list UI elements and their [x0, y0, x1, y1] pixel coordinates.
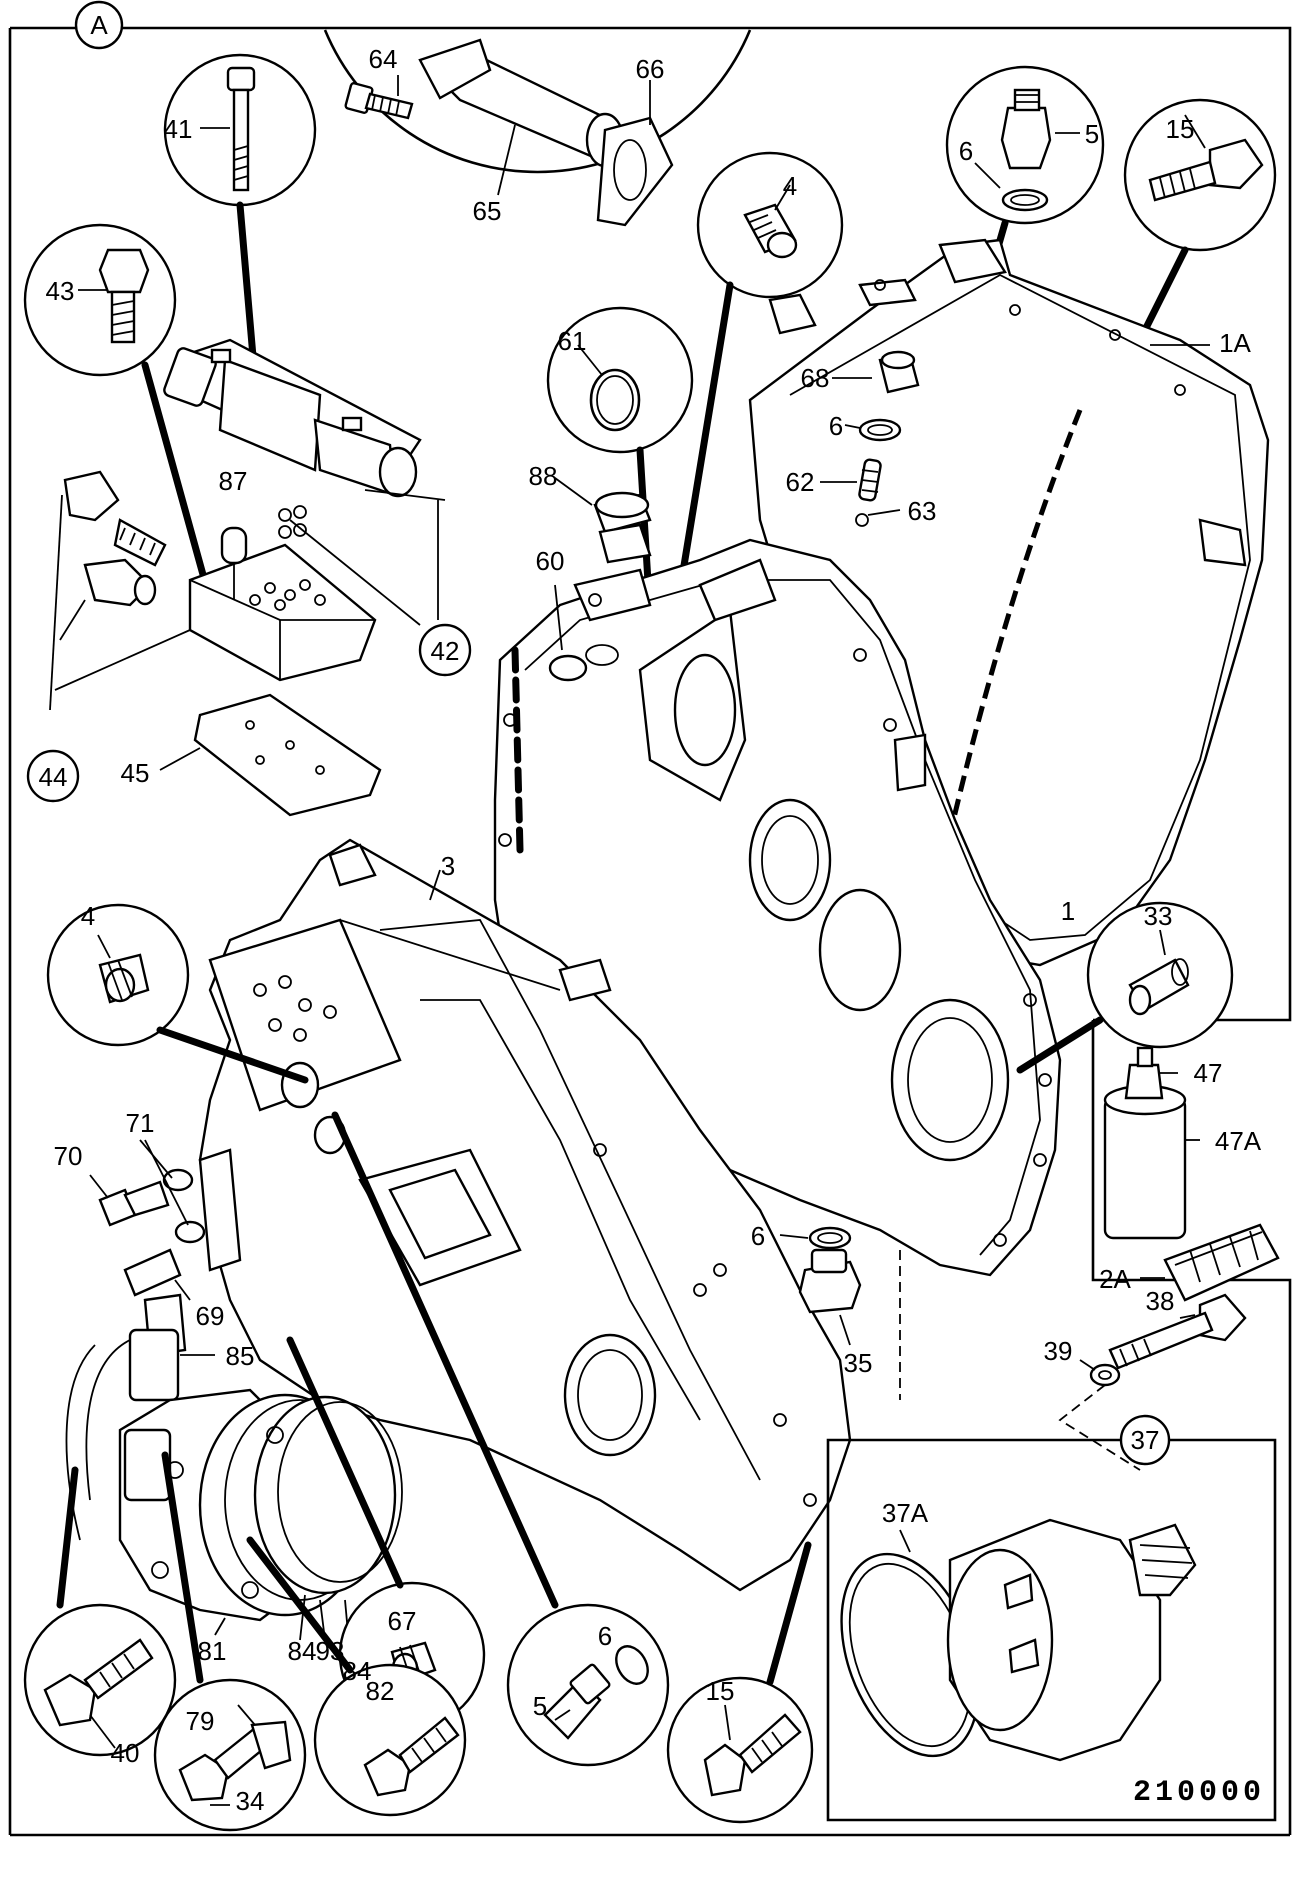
- callout-15-bottom: 15: [706, 1676, 735, 1706]
- callout-4-top: 4: [783, 171, 797, 201]
- plug-88: [554, 477, 652, 564]
- callout-43: 43: [46, 276, 75, 306]
- callout-42: 42: [431, 636, 460, 666]
- callout-62: 62: [786, 467, 815, 497]
- callout-47: 47: [1194, 1058, 1223, 1088]
- callout-66: 66: [636, 54, 665, 84]
- sensor-group: [65, 1139, 215, 1541]
- pump-37-box: [826, 1414, 1277, 1822]
- callout-labels: 64 66 65 41 43 42 87 44 45 4 61 88 60 6 …: [39, 44, 1262, 1816]
- housing-3: [198, 838, 852, 1592]
- callout-69: 69: [196, 1301, 225, 1331]
- callout-87: 87: [219, 466, 248, 496]
- drawing-number: 210000: [1133, 1776, 1265, 1810]
- detail-circle-bolt-79: [153, 1451, 307, 1832]
- detail-circle-bolt-43: [23, 223, 214, 604]
- callout-68: 68: [801, 363, 830, 393]
- callout-38: 38: [1146, 1286, 1175, 1316]
- detail-circle-plug-4-top: [676, 151, 844, 594]
- detail-circle-bolt-82: [246, 1536, 467, 1817]
- callout-84-a: 84: [288, 1636, 317, 1666]
- detail-circle-bolt-15-bottom: [666, 1541, 814, 1824]
- callout-35: 35: [844, 1348, 873, 1378]
- callout-61: 61: [558, 326, 587, 356]
- detail-circle-oring-61: [546, 306, 694, 619]
- callout-37A: 37A: [882, 1498, 929, 1528]
- callout-circles-small: [26, 623, 472, 803]
- callout-88: 88: [529, 461, 558, 491]
- bolt-38-washer-39: [899, 1250, 1247, 1471]
- callout-81: 81: [198, 1636, 227, 1666]
- callout-70: 70: [54, 1141, 83, 1171]
- callout-6-low: 6: [751, 1221, 765, 1251]
- callout-82: 82: [366, 1676, 395, 1706]
- callout-6-top: 6: [959, 136, 973, 166]
- callout-5-top: 5: [1085, 119, 1099, 149]
- detail-circle-pin-33: [1016, 901, 1234, 1074]
- drain-plug-35: [779, 1226, 862, 1346]
- callout-3: 3: [441, 851, 455, 881]
- callout-6-bottom: 6: [598, 1621, 612, 1651]
- detail-circle-pipe: [323, 29, 752, 227]
- callout-93: 93: [316, 1636, 345, 1666]
- solenoid-valve-assembly: [49, 338, 446, 817]
- callout-84-b: 84: [343, 1656, 372, 1686]
- callout-41: 41: [164, 114, 193, 144]
- detail-circle-plug-4-left: [46, 903, 309, 1084]
- callout-4-left: 4: [81, 901, 95, 931]
- callout-6-mid: 6: [829, 411, 843, 441]
- callout-60: 60: [536, 546, 565, 576]
- callout-33: 33: [1144, 901, 1173, 931]
- callout-15-top: 15: [1166, 114, 1195, 144]
- callout-39: 39: [1044, 1336, 1073, 1366]
- callout-65: 65: [473, 196, 502, 226]
- callout-79: 79: [186, 1706, 215, 1736]
- callout-34: 34: [236, 1786, 265, 1816]
- detail-circle-fitting-5-bottom: [331, 1111, 670, 1767]
- callout-1: 1: [1061, 896, 1075, 926]
- callout-45: 45: [121, 758, 150, 788]
- callout-63: 63: [908, 496, 937, 526]
- section-marker: A: [74, 0, 124, 50]
- callout-1A: 1A: [1219, 328, 1251, 358]
- callout-40: 40: [111, 1738, 140, 1768]
- callout-47A: 47A: [1215, 1126, 1262, 1156]
- detail-circle-bolt-40: [23, 1466, 177, 1757]
- callout-44: 44: [39, 762, 68, 792]
- callout-37: 37: [1131, 1425, 1160, 1455]
- callout-2A: 2A: [1099, 1264, 1131, 1294]
- filter-assembly: [1103, 1046, 1280, 1302]
- plug-and-spring-set: [820, 350, 920, 527]
- detail-circle-bolt-41: [163, 53, 317, 384]
- section-marker-label: A: [90, 10, 108, 40]
- detail-circle-bolt-15-top: [1123, 98, 1277, 334]
- callout-71: 71: [126, 1108, 155, 1138]
- callout-85: 85: [226, 1341, 255, 1371]
- callout-67: 67: [388, 1606, 417, 1636]
- callout-5-bottom: 5: [533, 1691, 547, 1721]
- callout-64: 64: [369, 44, 398, 74]
- detail-circle-fitting-5-top: [876, 65, 1105, 659]
